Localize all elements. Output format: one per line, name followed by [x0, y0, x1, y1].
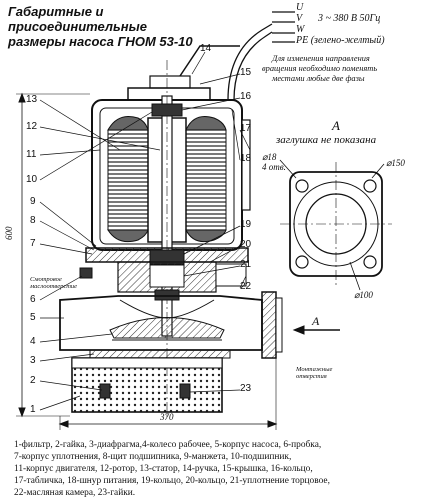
hole-count: 4 отв. [262, 162, 286, 172]
end-winding-tr [185, 116, 227, 131]
part-number-6: 6 [30, 294, 36, 305]
dimension-width [58, 358, 278, 430]
supply-voltage: 3 ~ 380 В 50Гц [318, 13, 381, 24]
part-number-18: 18 [240, 153, 252, 164]
lifting-line-2: отверстия [296, 373, 327, 380]
part-number-9: 9 [30, 196, 36, 207]
part-number-22: 22 [240, 281, 252, 292]
flange-diameter: ⌀150 [386, 158, 405, 168]
diaphragm [89, 349, 231, 359]
rotation-note-1: Для изменения направления [272, 54, 370, 63]
oil-inspection-line-1: Смотровое [30, 276, 62, 283]
oil-inspection-line-2: маслоотверстие [30, 283, 78, 290]
part-number-8: 8 [30, 215, 36, 226]
part-number-12: 12 [26, 121, 38, 132]
part-number-2: 2 [30, 375, 36, 386]
end-winding-br [185, 229, 227, 243]
part-number-1: 1 [30, 404, 36, 415]
legend-line-5: 22-масляная камера, 23-гайки. [14, 488, 136, 498]
title-line-1: Габаритные и присоединительные [8, 4, 147, 34]
phase-v: V [296, 13, 303, 24]
nut-23 [179, 383, 191, 399]
dimension-height [16, 92, 90, 418]
legend-line-1: 1-фильтр, 2-гайка, 3-диафрагма,4-колесо … [14, 440, 322, 450]
arrow-a-label: А [312, 314, 320, 328]
power-cable [227, 11, 295, 101]
end-winding-bl [107, 229, 149, 243]
part-number-5: 5 [30, 312, 36, 323]
phase-u: U [296, 2, 304, 13]
part-number-16: 16 [240, 91, 252, 102]
outlet-diameter: ⌀100 [354, 290, 373, 300]
part-number-23: 23 [240, 383, 252, 394]
rating-plate [241, 119, 251, 211]
stator-right [185, 129, 227, 231]
view-a-subtitle: заглушка не показана [276, 134, 377, 146]
part-number-13: 13 [26, 94, 38, 105]
end-winding-tl [107, 116, 149, 131]
nut-2 [99, 383, 111, 399]
strainer [71, 357, 223, 413]
impeller [109, 317, 225, 339]
phase-w: W [296, 24, 305, 35]
part-number-15: 15 [240, 67, 252, 78]
lifting-callout: Монтажные отверстия [296, 366, 332, 380]
legend-line-4: 17-табличка, 18-шнур питания, 19-кольцо,… [14, 476, 330, 486]
part-number-11: 11 [26, 149, 37, 160]
view-arrow [292, 325, 340, 335]
top-bearing [151, 103, 183, 117]
height-value: 600 [4, 226, 14, 241]
seal-housing [85, 247, 249, 301]
part-number-17: 17 [240, 123, 252, 134]
part-number-10: 10 [26, 174, 38, 185]
leader-lines [39, 51, 251, 411]
oil-plug [79, 267, 93, 279]
part-number-3: 3 [30, 355, 36, 366]
rotation-note-2: вращения необходимо поменять [262, 64, 378, 73]
pe-wire: PE (зелено-желтый) [296, 35, 385, 46]
part-number-19: 19 [240, 219, 252, 230]
part-number-21: 21 [240, 259, 252, 270]
oil-inspection-callout: Смотровое маслоотверстие [30, 276, 77, 290]
part-number-20: 20 [240, 239, 252, 250]
part-number-14: 14 [200, 43, 212, 54]
view-a-flange [279, 159, 392, 291]
view-a-title: А [332, 118, 340, 133]
part-number-7: 7 [30, 238, 36, 249]
parts-legend: 1-фильтр, 2-гайка, 3-диафрагма,4-колесо … [14, 439, 414, 499]
lifting-line-1: Монтажные [296, 366, 333, 373]
part-number-4: 4 [30, 336, 36, 347]
stator-left [107, 129, 149, 231]
legend-line-3: 11-корпус двигателя, 12-ротор, 13-статор… [14, 464, 313, 474]
rotation-note-3: местами любые две фазы [272, 74, 365, 83]
outlet-flange [261, 291, 283, 359]
title-line-2: размеры насоса ГНОМ 53-10 [8, 34, 193, 49]
width-value: 370 [160, 412, 174, 422]
legend-line-2: 7-корпус уплотнения, 8-щит подшипника, 9… [14, 452, 292, 462]
hole-diameter: ⌀18 [262, 152, 277, 162]
drawing-title: Габаритные и присоединительные размеры н… [8, 4, 238, 49]
